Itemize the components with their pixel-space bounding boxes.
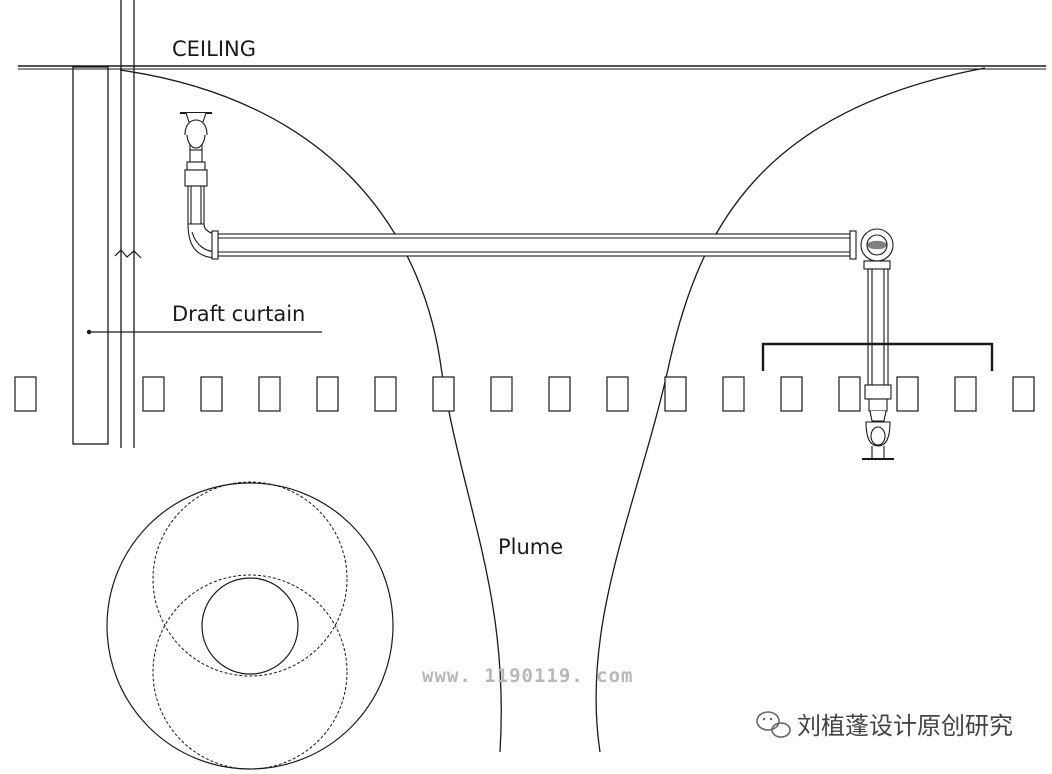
brand-watermark: 刘植蓬设计原创研究 — [756, 711, 1013, 740]
upper-spray-circle — [152, 481, 348, 677]
draft-curtain-callout: Draft curtain — [86, 302, 322, 335]
plume-label: Plume — [498, 535, 563, 559]
ceiling-label: CEILING — [172, 37, 256, 61]
ceiling-tile — [548, 376, 571, 412]
sprinkler-drop — [864, 268, 892, 412]
ceiling-tile-row — [14, 376, 1035, 412]
ceiling-tile — [258, 376, 281, 412]
tee-fitting — [860, 228, 894, 270]
branch-pipe — [187, 223, 857, 260]
draft-curtain — [72, 0, 142, 448]
ceiling-tile — [316, 376, 339, 412]
upright-sprinkler — [180, 112, 212, 225]
ceiling-tile — [14, 376, 37, 412]
ceiling-tile — [374, 376, 397, 412]
ceiling-tile — [606, 376, 629, 412]
ceiling-tile — [142, 376, 165, 412]
ceiling-tile — [722, 376, 745, 412]
ceiling-tile — [200, 376, 223, 412]
plume: Plume — [119, 67, 986, 753]
ceiling-tile — [896, 376, 919, 412]
ceiling: CEILING — [18, 37, 1046, 70]
ceiling-tile — [490, 376, 513, 412]
ceiling-tile — [432, 376, 455, 412]
site-watermark: www. 1190119. com — [422, 665, 633, 687]
ceiling-tile — [664, 376, 687, 412]
brand-text: 刘植蓬设计原创研究 — [797, 712, 1013, 740]
inner-circle — [201, 577, 299, 675]
ceiling-tile — [954, 376, 977, 412]
ceiling-bracket — [761, 342, 994, 371]
ceiling-tile — [780, 376, 803, 412]
ceiling-tile — [838, 376, 861, 412]
pendent-sprinkler — [862, 410, 894, 460]
plan-view-coverage — [106, 481, 394, 770]
ceiling-tile — [1012, 376, 1035, 412]
outer-coverage-circle — [106, 482, 394, 770]
lower-spray-circle — [152, 574, 348, 770]
wechat-icon — [756, 711, 791, 738]
draft-curtain-label: Draft curtain — [172, 302, 305, 326]
